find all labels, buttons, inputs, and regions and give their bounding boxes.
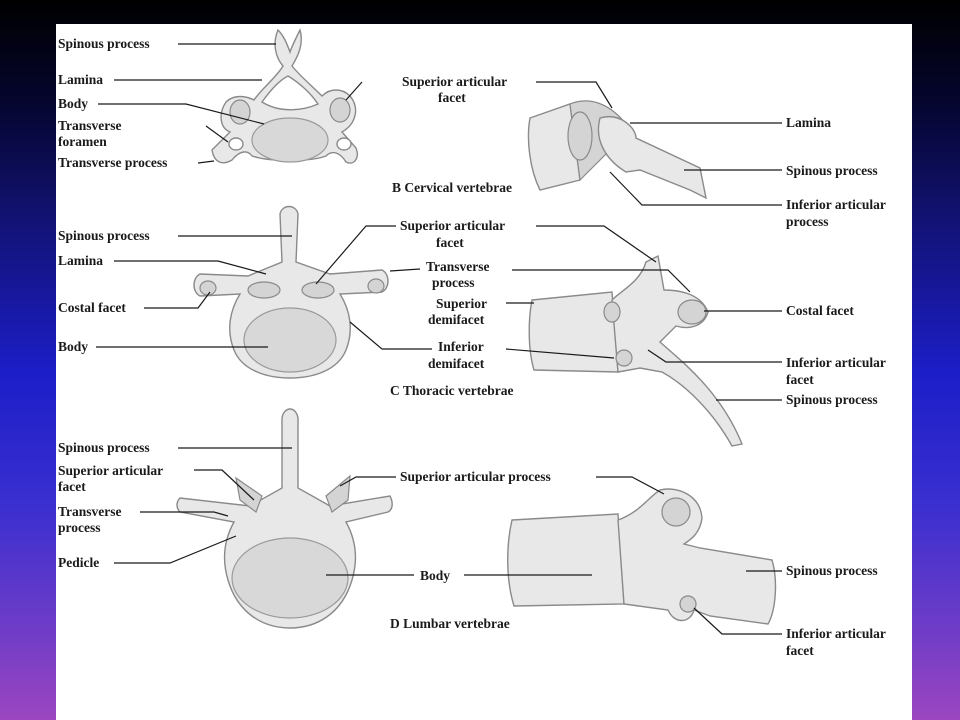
cervical-superior-articular-facet-label-1: Superior articular xyxy=(402,74,507,89)
cervical-body-label: Body xyxy=(58,96,88,111)
thoracic-superior-articular-facet-label-1: Superior articular xyxy=(400,218,505,233)
lumbar-superior-articular-process-label: Superior articular process xyxy=(400,469,551,484)
cervical-superior-view-illustration xyxy=(211,28,358,164)
thoracic-spinous-process-label: Spinous process xyxy=(58,228,150,243)
cervical-caption: B Cervical vertebrae xyxy=(392,180,512,195)
lumbar-inferior-articular-facet-label-1: Inferior articular xyxy=(786,626,886,641)
thoracic-inferior-demifacet-label-2: demifacet xyxy=(428,356,485,371)
thoracic-body-label: Body xyxy=(58,339,88,354)
thoracic-superior-view-illustration xyxy=(193,205,389,379)
thoracic-lamina-label: Lamina xyxy=(58,253,103,268)
lumbar-body-label: Body xyxy=(420,568,450,583)
leader-lines xyxy=(96,43,782,635)
lumbar-transverse-process-label-1: Transverse xyxy=(58,504,122,519)
cervical-superior-articular-facet-label-2: facet xyxy=(438,90,466,105)
thoracic-caption: C Thoracic vertebrae xyxy=(390,383,513,398)
cervical-lateral-view-illustration xyxy=(527,100,707,200)
lumbar-lateral-spinous-process-label: Spinous process xyxy=(786,563,878,578)
lumbar-caption: D Lumbar vertebrae xyxy=(390,616,510,631)
cervical-spinous-process-label: Spinous process xyxy=(58,36,150,51)
thoracic-inferior-articular-facet-label-2: facet xyxy=(786,372,814,387)
thoracic-transverse-process-label-2: process xyxy=(432,275,475,290)
cervical-lamina-label: Lamina xyxy=(58,72,103,87)
thoracic-transverse-process-label-1: Transverse xyxy=(426,259,490,274)
thoracic-inferior-articular-facet-label-1: Inferior articular xyxy=(786,355,886,370)
lumbar-transverse-process-label-2: process xyxy=(58,520,101,535)
cervical-transverse-process-label: Transverse process xyxy=(58,155,167,170)
lumbar-lateral-view-illustration xyxy=(507,488,777,625)
thoracic-lateral-spinous-process-label: Spinous process xyxy=(786,392,878,407)
thoracic-superior-articular-facet-label-2: facet xyxy=(436,235,464,250)
cervical-inferior-articular-process-label-2: process xyxy=(786,214,829,229)
lumbar-superior-view-illustration xyxy=(176,408,393,629)
cervical-lateral-spinous-process-label: Spinous process xyxy=(786,163,878,178)
lumbar-spinous-process-label: Spinous process xyxy=(58,440,150,455)
cervical-lateral-lamina-label: Lamina xyxy=(786,115,831,130)
lumbar-pedicle-label: Pedicle xyxy=(58,555,99,570)
lumbar-inferior-articular-facet-label-2: facet xyxy=(786,643,814,658)
thoracic-lateral-costal-facet-label: Costal facet xyxy=(786,303,854,318)
thoracic-inferior-demifacet-label-1: Inferior xyxy=(438,339,484,354)
lumbar-superior-articular-facet-label-1: Superior articular xyxy=(58,463,163,478)
cervical-transverse-foramen-label-2: foramen xyxy=(58,134,107,149)
thoracic-lateral-view-illustration xyxy=(528,254,743,447)
thoracic-superior-demifacet-label-1: Superior xyxy=(436,296,487,311)
lumbar-superior-articular-facet-label-2: facet xyxy=(58,479,86,494)
cervical-inferior-articular-process-label-1: Inferior articular xyxy=(786,197,886,212)
cervical-transverse-foramen-label-1: Transverse xyxy=(58,118,122,133)
thoracic-costal-facet-label: Costal facet xyxy=(58,300,126,315)
thoracic-superior-demifacet-label-2: demifacet xyxy=(428,312,485,327)
